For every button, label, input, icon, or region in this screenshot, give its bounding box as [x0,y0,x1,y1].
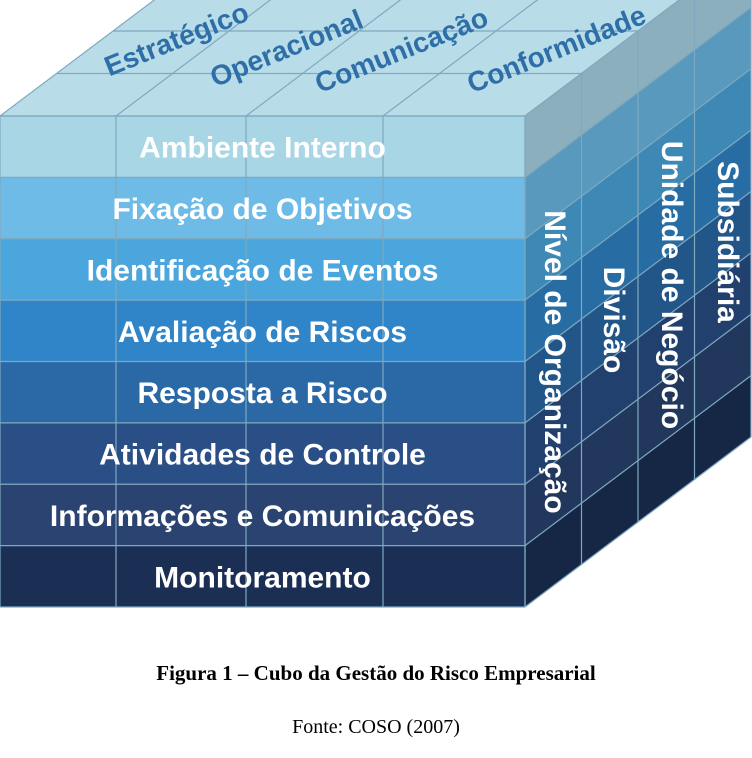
side-dimension-label: Subsidiária [711,161,744,323]
side-dimension-label: Nível de Organização [538,210,571,513]
cube-front-face [0,116,525,607]
front-row-band [0,422,525,485]
front-row-band [0,484,525,546]
cube-grid-lines [0,0,752,608]
front-row-band [0,177,525,239]
front-row-band [0,545,525,607]
figure-caption: Figura 1 – Cubo da Gestão do Risco Empre… [156,661,596,685]
side-dimension-label: Unidade de Negócio [655,141,688,429]
front-row-label: Avaliação de Riscos [118,316,407,349]
front-row-label: Informações e Comunicações [50,500,475,533]
front-row-label: Identificação de Eventos [87,254,439,287]
front-row-label: Resposta a Risco [137,377,387,410]
front-row-band [0,238,525,301]
front-row-label: Ambiente Interno [139,132,386,165]
front-row-label: Atividades de Controle [99,439,426,472]
cube-top-face [0,0,680,116]
top-face-fill [0,0,680,116]
figure-source: Fonte: COSO (2007) [292,716,460,738]
side-dimension-label: Divisão [597,267,630,374]
front-row-band [0,361,525,423]
front-row-band [0,116,525,178]
front-row-band [0,300,525,362]
front-row-label: Monitoramento [154,561,371,594]
front-row-label: Fixação de Objetivos [112,193,412,226]
